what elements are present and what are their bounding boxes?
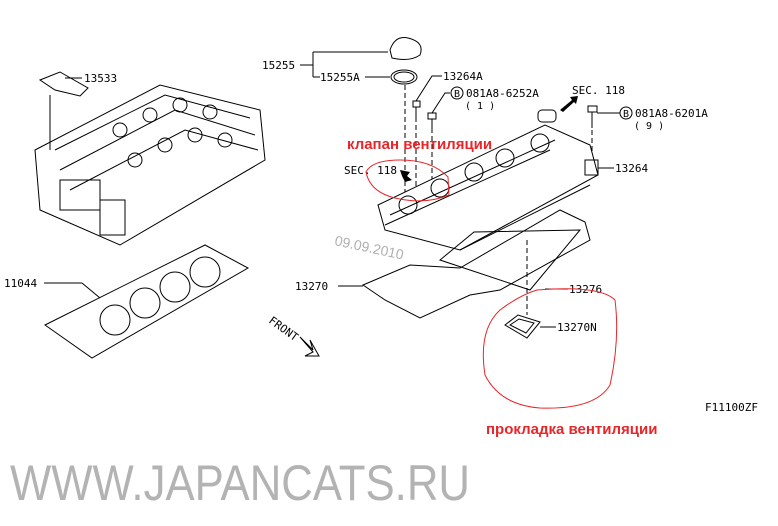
part-label-13264A: 13264A bbox=[443, 70, 483, 83]
part-label-15255: 15255 bbox=[262, 59, 295, 72]
figure-code: F11100ZF bbox=[705, 401, 758, 414]
gasket-circle-annotation bbox=[482, 288, 618, 409]
part-label-13264: 13264 bbox=[615, 162, 648, 175]
b-marker-icon bbox=[619, 106, 633, 120]
watermark-date: 09.09.2010 bbox=[333, 232, 405, 262]
gasket-bores bbox=[99, 256, 221, 336]
bolt-13264A bbox=[412, 100, 421, 122]
b-marker-text: B bbox=[623, 109, 629, 120]
bolt-qty-6252A: ( 1 ) bbox=[465, 101, 495, 112]
part-label-15255A: 15255A bbox=[320, 71, 360, 84]
part-label-13270: 13270 bbox=[295, 280, 328, 293]
arrow-icon bbox=[400, 170, 412, 182]
bolt-code-6252A: 081A8-6252A bbox=[466, 87, 539, 100]
watermark-site: WWW.JAPANCATS.RU bbox=[10, 455, 470, 511]
bolt-qty-6201A: ( 9 ) bbox=[634, 121, 664, 132]
part-label-13533: 13533 bbox=[84, 72, 117, 85]
b-marker-text: B bbox=[454, 89, 460, 100]
front-label: FRONT bbox=[266, 314, 301, 344]
part-label-11044: 11044 bbox=[4, 277, 37, 290]
b-marker-icon bbox=[450, 86, 464, 100]
head-gasket-drawing bbox=[44, 244, 250, 359]
front-arrow-icon bbox=[299, 336, 320, 357]
arrow-icon bbox=[560, 96, 578, 112]
valve-cover-gasket bbox=[361, 209, 591, 319]
bolt-081A8-6201A bbox=[587, 105, 598, 128]
valve-annotation: клапан вентиляции bbox=[347, 136, 492, 153]
gasket-annotation: прокладка вентиляции bbox=[486, 421, 657, 438]
oil-filler-cap bbox=[389, 37, 422, 60]
sec-118-top: SEC. 118 bbox=[572, 84, 625, 97]
valve-circle-annotation bbox=[365, 159, 450, 202]
sec-118-left: SEC. 118 bbox=[344, 164, 397, 177]
bolt-081A8-6252A bbox=[427, 112, 437, 133]
part-label-13270N: 13270N bbox=[557, 321, 597, 334]
cylinder-head-drawing bbox=[34, 71, 266, 246]
bolt-code-6201A: 081A8-6201A bbox=[635, 107, 708, 120]
breather-gasket-13270N bbox=[504, 314, 541, 339]
